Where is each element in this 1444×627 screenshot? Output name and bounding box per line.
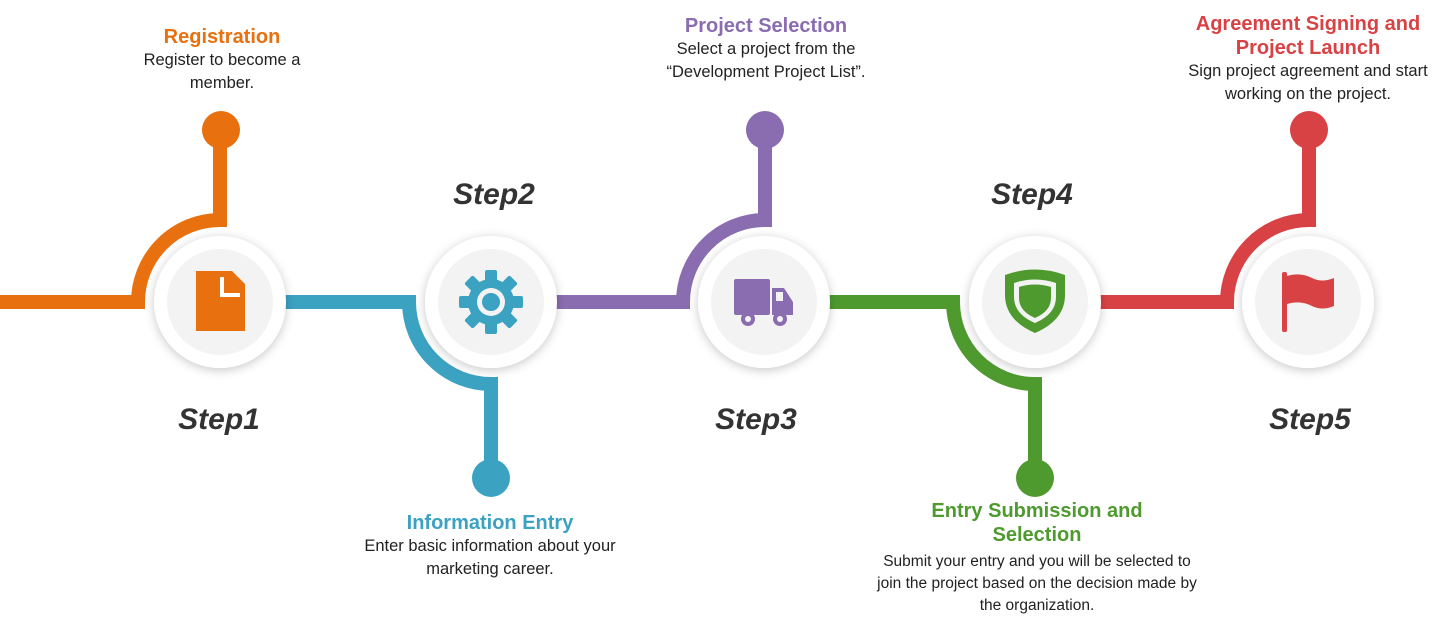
connector-step1 bbox=[0, 140, 227, 309]
pin-dot-step2 bbox=[472, 459, 510, 497]
step3-text: Project Selection Select a project from … bbox=[651, 14, 881, 84]
step2-label: Step2 bbox=[453, 178, 535, 211]
step4-node bbox=[969, 236, 1101, 368]
connector-step4 bbox=[829, 295, 1042, 470]
truck-icon bbox=[734, 279, 793, 326]
step2-description: Enter basic information about your marke… bbox=[364, 537, 616, 578]
step4-title: Entry Submission and Selection bbox=[931, 500, 1143, 546]
connector-step2 bbox=[285, 295, 498, 470]
step2-node bbox=[425, 236, 557, 368]
pin-dot-step5 bbox=[1290, 111, 1328, 149]
step5-description: Sign project agreement and start working… bbox=[1188, 62, 1428, 103]
step5-node bbox=[1242, 236, 1374, 368]
pin-dot-step1 bbox=[202, 111, 240, 149]
connector-step5 bbox=[1100, 140, 1316, 309]
flag-icon bbox=[1282, 272, 1334, 332]
step1-description: Register to become a member. bbox=[143, 51, 301, 92]
step1-label: Step1 bbox=[178, 403, 260, 436]
document-icon bbox=[196, 271, 245, 331]
step1-text: Registration Register to become a member… bbox=[122, 25, 322, 95]
step3-node bbox=[698, 236, 830, 368]
step5-label: Step5 bbox=[1269, 403, 1351, 436]
step5-text: Agreement Signing and Project Launch Sig… bbox=[1182, 12, 1434, 106]
pin-dot-step3 bbox=[746, 111, 784, 149]
step4-description: Submit your entry and you will be select… bbox=[877, 553, 1197, 614]
pin-dot-step4 bbox=[1016, 459, 1054, 497]
step4-text: Entry Submission and Selection Submit yo… bbox=[872, 499, 1202, 617]
step3-label: Step3 bbox=[715, 403, 797, 436]
step4-label: Step4 bbox=[991, 178, 1073, 211]
step1-node bbox=[154, 236, 286, 368]
step1-title: Registration bbox=[163, 26, 281, 48]
step2-title: Information Entry bbox=[406, 512, 574, 534]
shield-icon bbox=[1005, 269, 1065, 333]
connector-step3 bbox=[555, 140, 772, 309]
step3-description: Select a project from the “Development P… bbox=[666, 40, 866, 81]
gear-icon bbox=[459, 270, 523, 334]
step2-text: Information Entry Enter basic informatio… bbox=[360, 511, 620, 581]
step3-title: Project Selection bbox=[684, 15, 848, 37]
step5-title: Agreement Signing and Project Launch bbox=[1195, 13, 1421, 59]
